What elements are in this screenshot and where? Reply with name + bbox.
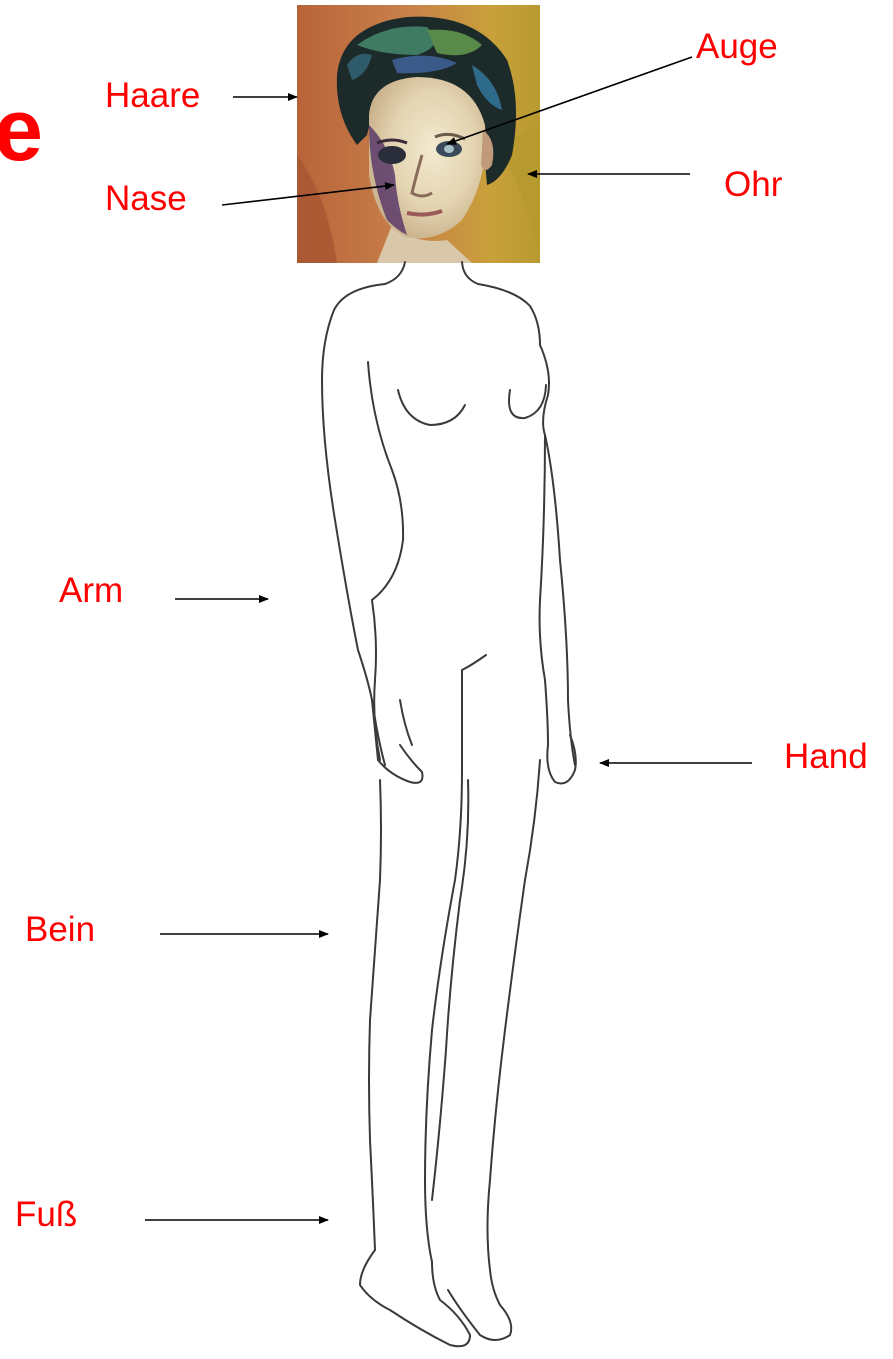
label-arm: Arm bbox=[59, 573, 123, 608]
label-hand: Hand bbox=[784, 739, 868, 774]
right-shoulder-outline bbox=[478, 284, 540, 345]
label-haare: Haare bbox=[105, 78, 200, 113]
left-hand-outline bbox=[372, 700, 423, 783]
neck-outline-right bbox=[462, 262, 478, 284]
left-leg-outer-outline bbox=[369, 780, 381, 1250]
label-auge: Auge bbox=[696, 29, 778, 64]
breast-left-outline bbox=[398, 390, 465, 425]
right-leg-outer-outline bbox=[488, 760, 541, 1270]
left-leg-inner-outline bbox=[425, 670, 462, 1262]
neck-outline bbox=[385, 262, 405, 284]
left-arm-outline bbox=[322, 380, 378, 760]
label-nase: Nase bbox=[105, 181, 187, 216]
left-arm-inner-outline bbox=[368, 362, 403, 600]
label-fuss: Fuß bbox=[15, 1197, 77, 1232]
right-arm-outline bbox=[545, 435, 575, 765]
right-foot-outline bbox=[448, 1270, 511, 1340]
left-shoulder-outline bbox=[322, 284, 385, 380]
breast-right-outline bbox=[509, 385, 546, 418]
hip-line bbox=[462, 655, 486, 670]
label-ohr: Ohr bbox=[724, 167, 782, 202]
label-bein: Bein bbox=[25, 912, 95, 947]
